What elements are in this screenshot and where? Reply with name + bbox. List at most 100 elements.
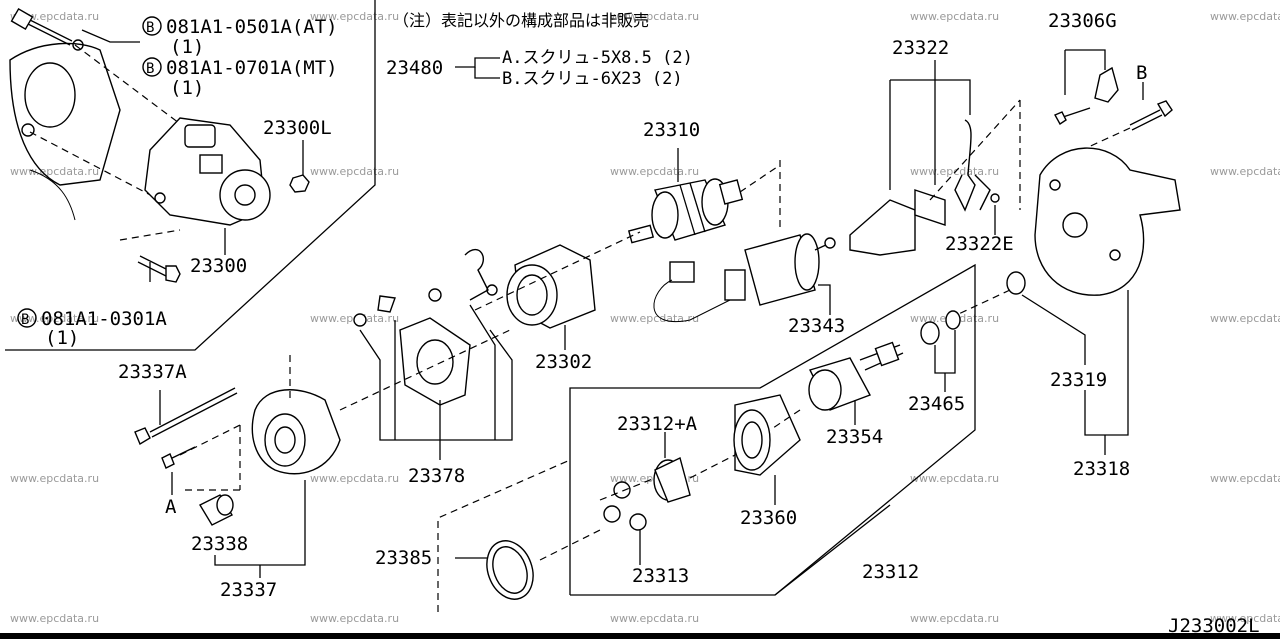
leader-line <box>890 79 971 115</box>
part-number-23310: 23310 <box>643 119 700 141</box>
leader-line <box>469 304 496 440</box>
engine-block-outline <box>9 42 121 186</box>
inset-border <box>5 0 376 351</box>
watermark: www.epcdata.ru <box>610 612 699 625</box>
watermark: www.epcdata.ru <box>910 612 999 625</box>
letter-a: A <box>165 496 177 518</box>
watermark: www.epcdata.ru <box>310 612 399 625</box>
watermark: www.epcdata.ru <box>310 165 399 178</box>
guide-line <box>929 99 1021 201</box>
armature-icon <box>627 178 744 244</box>
part-number-23313: 23313 <box>632 565 689 587</box>
watermark: www.epcdata.ru <box>10 10 99 23</box>
watermark: www.epcdata.ru <box>1210 472 1280 485</box>
callout-circle-letter: B <box>146 61 154 77</box>
internal-gear-ring-icon <box>486 540 534 600</box>
mount-bolt-upper <box>10 7 73 46</box>
callout-code: 081A1-0301A <box>41 308 167 330</box>
terminal-bracket-icon <box>1054 66 1119 126</box>
part-number-23385: 23385 <box>375 547 432 569</box>
brush-holder-icon <box>849 119 1000 256</box>
planetary-gear-icon <box>603 481 647 531</box>
part-number-23337: 23337 <box>220 579 277 601</box>
engine-hole <box>72 39 84 51</box>
through-bolt-icon <box>134 387 238 446</box>
guide-line <box>29 131 161 201</box>
starter-motor-icon <box>144 117 271 226</box>
part-number-23465: 23465 <box>908 393 965 415</box>
leader-line <box>359 329 513 441</box>
watermark: www.epcdata.ru <box>910 472 999 485</box>
part-number-23360: 23360 <box>740 507 797 529</box>
solenoid-icon <box>653 233 836 323</box>
screw-a-icon <box>161 446 196 469</box>
front-housing-icon <box>251 389 341 475</box>
watermark: www.epcdata.ru <box>10 312 99 325</box>
leader-line <box>818 284 831 315</box>
callout-code: 081A1-0501A(AT) <box>166 16 338 38</box>
watermark: www.epcdata.ru <box>610 312 699 325</box>
guide-line <box>689 454 736 479</box>
leader-line <box>1065 49 1106 70</box>
watermark: www.epcdata.ru <box>310 472 399 485</box>
part-number-23480: 23480 <box>386 57 443 79</box>
hex-nut-icon <box>289 174 310 193</box>
leader-line <box>774 504 891 596</box>
watermark: www.epcdata.ru <box>10 472 99 485</box>
leader-line <box>81 29 140 43</box>
part-number-23343: 23343 <box>788 315 845 337</box>
mount-bolt-lower <box>137 255 181 283</box>
leader-line <box>1084 290 1129 436</box>
callout-circle-letter: B <box>21 312 29 328</box>
diagram-code: J233002L <box>1168 615 1260 637</box>
thrust-washer-icon <box>920 310 961 345</box>
watermark: www.epcdata.ru <box>910 165 999 178</box>
callout-qty: (1) <box>170 77 204 99</box>
overrunning-clutch-icon <box>733 394 801 476</box>
leader-line <box>1021 294 1086 365</box>
guide-line <box>739 164 781 193</box>
screw-item-a: A.スクリュ-5X8.5 (2) <box>502 48 693 68</box>
screw-b-icon <box>1129 100 1173 131</box>
callout-code: 081A1-0701A(MT) <box>166 57 338 79</box>
part-number-23338: 23338 <box>191 533 248 555</box>
watermark: www.epcdata.ru <box>310 10 399 23</box>
leader-line <box>474 67 500 79</box>
part-number-23300: 23300 <box>190 255 247 277</box>
watermark: www.epcdata.ru <box>910 10 999 23</box>
guide-line <box>339 329 511 411</box>
watermark: www.epcdata.ru <box>10 612 99 625</box>
engine-edge <box>29 169 76 221</box>
rear-cover-icon <box>1034 147 1181 296</box>
letter-b: B <box>1136 62 1147 84</box>
part-number-23302: 23302 <box>535 351 592 373</box>
guide-line <box>119 229 181 241</box>
leader-line <box>455 57 500 68</box>
part-number-23318: 23318 <box>1073 458 1130 480</box>
part-number-23312: 23312 <box>862 561 919 583</box>
note-text: （注）表記以外の構成部品は非販売 <box>393 11 649 30</box>
guide-line <box>599 477 656 501</box>
yoke-icon <box>506 244 596 329</box>
watermark: www.epcdata.ru <box>1210 612 1280 625</box>
part-number-23300L: 23300L <box>263 117 332 139</box>
part-number-23306G: 23306G <box>1048 10 1117 32</box>
bolt-callout-3: B 081A1-0301A (1) <box>17 308 167 349</box>
part-number-23337A: 23337A <box>118 361 187 383</box>
watermark: www.epcdata.ru <box>610 10 699 23</box>
pinion-shaft-icon <box>808 341 904 411</box>
part-number-23322: 23322 <box>892 37 949 59</box>
part-number-23319: 23319 <box>1050 369 1107 391</box>
guide-line <box>769 409 801 431</box>
bolt-callout-2: B 081A1-0701A(MT) (1) <box>142 57 338 99</box>
part-number-23322E: 23322E <box>945 233 1014 255</box>
washer-icon <box>1006 271 1026 295</box>
engine-bore <box>24 62 76 128</box>
watermark: www.epcdata.ru <box>610 165 699 178</box>
screw-item-b: B.スクリュ-6X23 (2) <box>502 69 683 89</box>
watermark: www.epcdata.ru <box>1210 10 1280 23</box>
bushing-icon <box>199 494 234 526</box>
guide-line <box>474 231 641 311</box>
engine-hole <box>21 123 35 137</box>
